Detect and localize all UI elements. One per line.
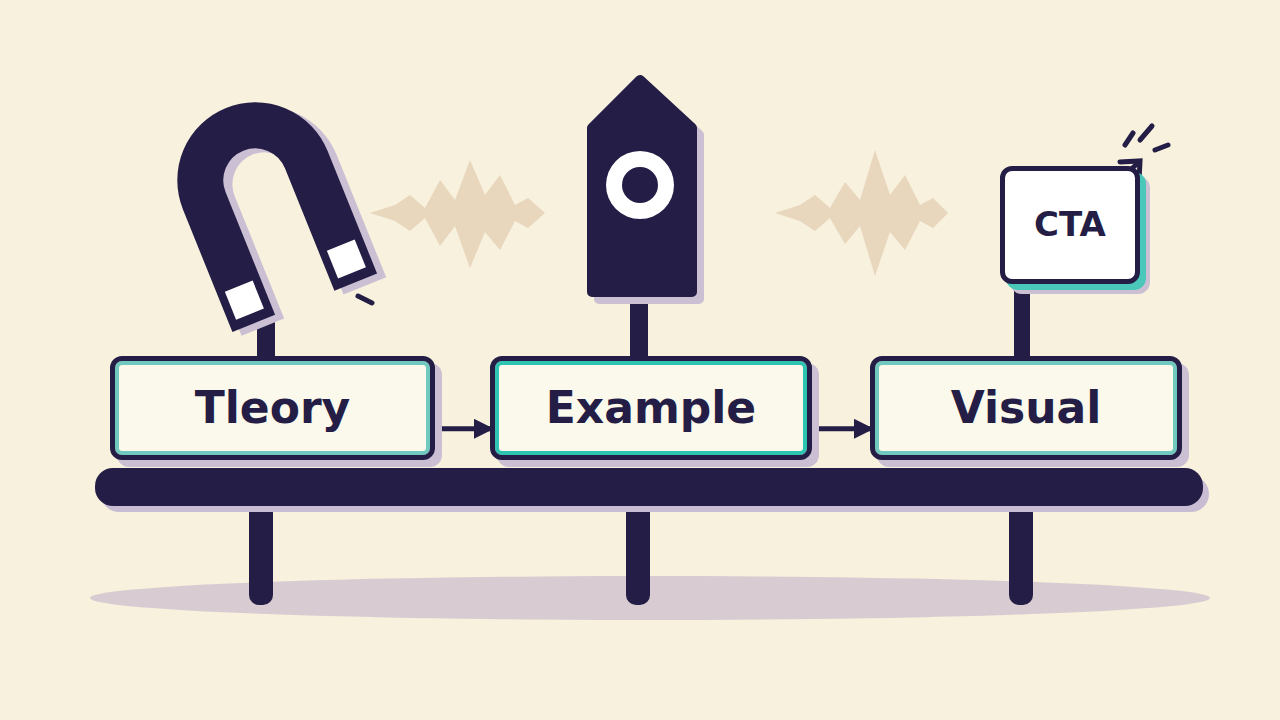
stage-label: Visual (951, 384, 1102, 432)
flow-arrow (435, 426, 490, 431)
flow-arrow (812, 426, 870, 431)
cta-label: CTA (1034, 206, 1106, 243)
magnet-icon (170, 103, 372, 335)
cta-box: CTA (1000, 166, 1140, 284)
stage-label: Tleory (195, 384, 351, 432)
spark-mark (358, 296, 372, 303)
stage-box: Tleory (110, 356, 435, 460)
stem-line (1014, 284, 1030, 356)
stage-box: Example (490, 356, 812, 460)
stage-box: Visual (870, 356, 1182, 460)
timeline-bar (95, 468, 1203, 506)
stage-label: Example (546, 384, 756, 432)
tag-icon (592, 80, 699, 299)
icon-stem (257, 285, 648, 365)
